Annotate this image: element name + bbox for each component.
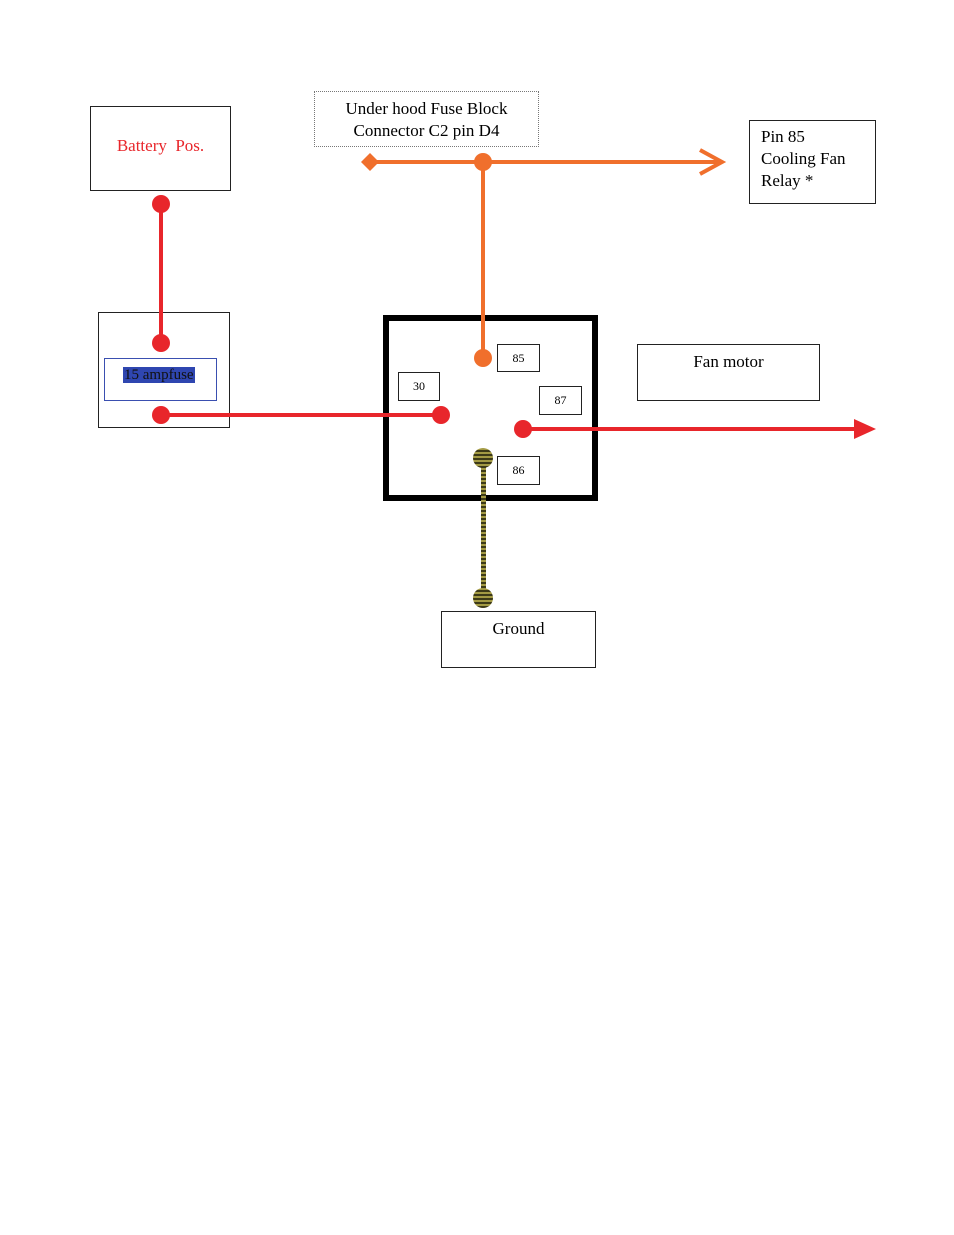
- wire-pin86-to-ground: [481, 458, 486, 598]
- terminal-pin85: [474, 349, 492, 367]
- pin-label-86: 86: [497, 456, 540, 485]
- terminal-pin30: [432, 406, 450, 424]
- pin-label-87: 87: [539, 386, 582, 415]
- terminal-pin87: [514, 420, 532, 438]
- terminal-pin86: [473, 448, 493, 468]
- pin-label-85: 85: [497, 344, 540, 372]
- pin-label-30: 30: [398, 372, 440, 401]
- terminal-battery: [152, 195, 170, 213]
- terminal-ground: [473, 588, 493, 608]
- terminal-fuse-in: [152, 334, 170, 352]
- arrow-to-fan-motor: [854, 419, 876, 439]
- diamond-fuse-block-source: [361, 153, 379, 171]
- terminal-fuse-out: [152, 406, 170, 424]
